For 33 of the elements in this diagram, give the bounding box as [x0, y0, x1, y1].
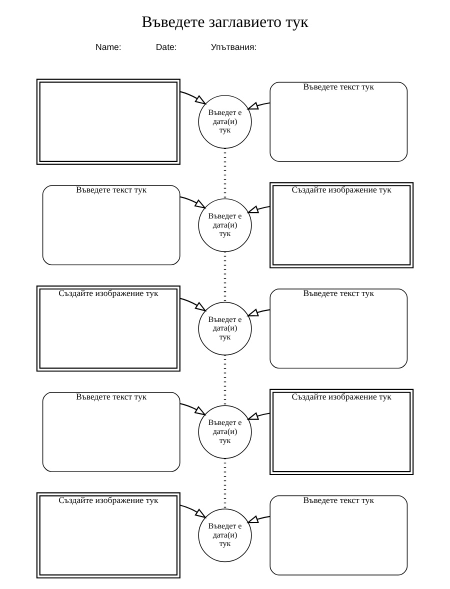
- node-box: [36, 78, 180, 165]
- connector: [224, 252, 226, 302]
- node-box: Въведете текст тук: [270, 82, 408, 162]
- node-box: Въведете текст тук: [42, 185, 180, 266]
- diagram-title: Въведете заглавието тук: [142, 14, 308, 31]
- node-box: Въведете текст тук: [270, 288, 408, 369]
- connector: [224, 355, 226, 406]
- arrow: [246, 412, 270, 420]
- arrow: [246, 205, 270, 214]
- label: Упътвания:: [210, 42, 257, 52]
- arrow: [246, 515, 270, 524]
- node-box: Създайте изображение тук: [36, 492, 180, 578]
- node-box: Въведете текст тук: [270, 495, 408, 576]
- node-circle: Въведет е дата(и) тук: [198, 508, 252, 562]
- arrow: [180, 403, 206, 416]
- connector: [224, 458, 226, 509]
- node-circle: Въведет е дата(и) тук: [198, 95, 252, 149]
- node-circle: Въведет е дата(и) тук: [198, 405, 252, 459]
- arrow: [180, 196, 206, 209]
- arrow: [180, 298, 207, 312]
- node-box: Създайте изображение тук: [270, 388, 414, 476]
- arrow: [180, 91, 207, 105]
- connector: [224, 148, 226, 199]
- node-circle: Въведет е дата(и) тук: [198, 302, 252, 356]
- node-box: Въведете текст тук: [42, 392, 180, 472]
- node-box: Създайте изображение тук: [36, 286, 180, 372]
- label: Name:: [95, 42, 122, 52]
- arrow: [180, 504, 207, 518]
- node-box: Създайте изображение тук: [270, 182, 414, 268]
- label: Date:: [156, 42, 177, 52]
- arrow: [246, 102, 270, 110]
- node-circle: Въведет е дата(и) тук: [198, 198, 252, 252]
- arrow: [246, 308, 270, 316]
